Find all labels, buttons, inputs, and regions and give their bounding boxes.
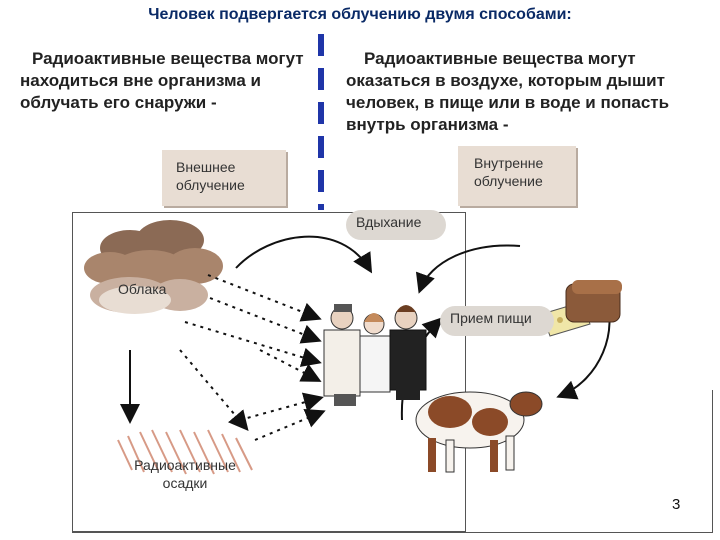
inhale-bubble: Вдыхание (346, 210, 446, 240)
diagram-frame-lower (72, 390, 713, 533)
inhale-arrow-in (235, 235, 373, 274)
cow-icon (415, 391, 543, 473)
internal-exposure-text: Радиоактивные вещества могут оказаться в… (346, 49, 670, 134)
diagram-frame (72, 212, 466, 532)
slide-title: Человек подвергается облучению двумя спо… (148, 6, 572, 23)
external-exposure-box: Внешнее облучение (162, 150, 286, 206)
inhale-arrow-out (415, 244, 521, 294)
food-icon (541, 280, 622, 337)
page-number: 3 (672, 496, 681, 513)
fallout-streaks-icon (117, 429, 253, 475)
clouds-label: Облака (118, 281, 167, 297)
fallout-label: Радиоактивные осадки (134, 457, 236, 491)
people-icon (323, 304, 427, 406)
food-intake-bubble: Прием пищи (440, 306, 554, 336)
internal-exposure-box: Внутренне облучение (458, 146, 576, 206)
clouds-icon (84, 220, 223, 314)
column-divider (318, 34, 324, 210)
external-exposure-text: Радиоактивные вещества могут находиться … (20, 49, 304, 112)
